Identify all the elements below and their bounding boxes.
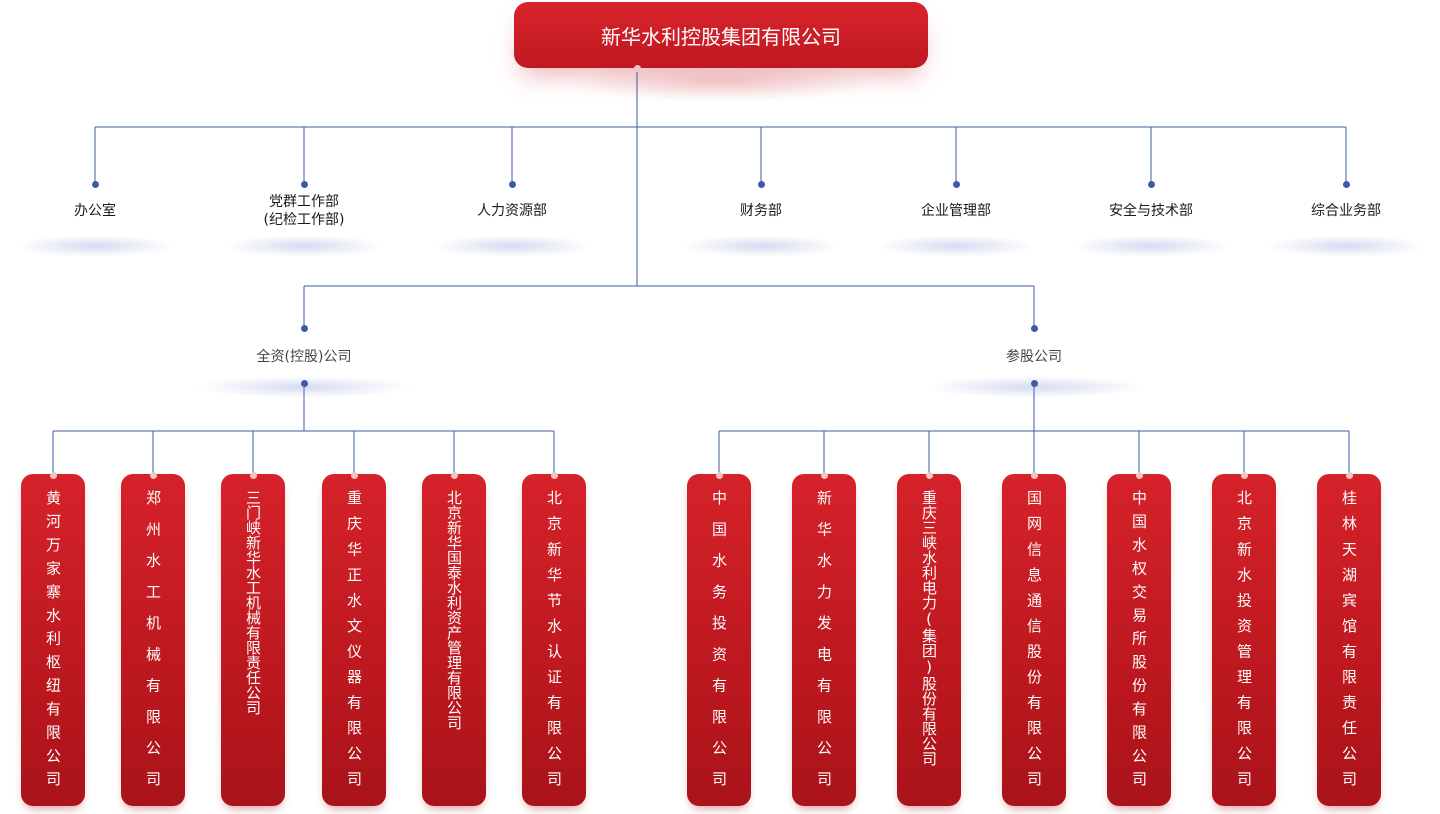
company-box: 桂林天湖宾馆有限责任公司 xyxy=(1317,474,1381,806)
department-dot xyxy=(1342,180,1350,188)
department-shadow xyxy=(432,235,592,257)
department-label: 财务部 xyxy=(676,202,846,220)
company-label: 三门峡新华水工机械有限责任公司 xyxy=(244,490,262,715)
company-connector-dot xyxy=(820,471,828,479)
category-top-dot xyxy=(300,324,308,332)
company-label: 重庆三峡水利电力(集团)股份有限公司 xyxy=(920,490,938,766)
root-glow xyxy=(570,62,870,102)
company-label: 重庆华正水文仪器有限公司 xyxy=(345,490,363,788)
company-label: 北京新华节水认证有限公司 xyxy=(545,490,563,788)
company-connector-dot xyxy=(1345,471,1353,479)
category-shadow xyxy=(194,376,414,398)
department-label-line: (纪检工作部) xyxy=(263,212,345,228)
department-dot xyxy=(757,180,765,188)
department-label-line: 企业管理部 xyxy=(921,203,991,219)
company-box: 三门峡新华水工机械有限责任公司 xyxy=(221,474,285,806)
department-shadow xyxy=(681,235,841,257)
department-label: 党群工作部 (纪检工作部) xyxy=(219,193,389,229)
company-label: 国网信息通信股份有限公司 xyxy=(1025,490,1043,788)
company-label: 北京新华国泰水利资产管理有限公司 xyxy=(445,490,463,730)
department-dot xyxy=(952,180,960,188)
company-box: 中国水务投资有限公司 xyxy=(687,474,751,806)
company-label: 黄河万家寨水利枢纽有限公司 xyxy=(44,490,62,788)
root-connector-dot xyxy=(633,64,641,72)
company-label: 新华水力发电有限公司 xyxy=(815,490,833,788)
company-box: 国网信息通信股份有限公司 xyxy=(1002,474,1066,806)
company-box: 新华水力发电有限公司 xyxy=(792,474,856,806)
company-box: 黄河万家寨水利枢纽有限公司 xyxy=(21,474,85,806)
company-connector-dot xyxy=(550,471,558,479)
company-box: 北京新华节水认证有限公司 xyxy=(522,474,586,806)
department-shadow xyxy=(876,235,1036,257)
company-box: 北京新水投资管理有限公司 xyxy=(1212,474,1276,806)
company-box: 郑州水工机械有限公司 xyxy=(121,474,185,806)
root-company-box: 新华水利控股集团有限公司 xyxy=(514,2,928,68)
department-shadow xyxy=(1266,235,1426,257)
category-top-dot xyxy=(1030,324,1038,332)
company-connector-dot xyxy=(715,471,723,479)
department-label-line: 人力资源部 xyxy=(477,203,547,219)
department-dot xyxy=(300,180,308,188)
company-box: 重庆三峡水利电力(集团)股份有限公司 xyxy=(897,474,961,806)
department-dot xyxy=(508,180,516,188)
department-label-line: 安全与技术部 xyxy=(1109,203,1193,219)
department-label: 企业管理部 xyxy=(871,202,1041,220)
department-label: 综合业务部 xyxy=(1261,202,1431,220)
department-label-line: 办公室 xyxy=(74,203,116,219)
company-box: 中国水权交易所股份有限公司 xyxy=(1107,474,1171,806)
department-dot xyxy=(91,180,99,188)
root-company-label: 新华水利控股集团有限公司 xyxy=(601,24,841,49)
department-label: 办公室 xyxy=(10,202,180,220)
company-connector-dot xyxy=(1030,471,1038,479)
company-label: 中国水权交易所股份有限公司 xyxy=(1130,490,1148,788)
company-connector-dot xyxy=(1135,471,1143,479)
company-box: 北京新华国泰水利资产管理有限公司 xyxy=(422,474,486,806)
department-shadow xyxy=(15,235,175,257)
department-shadow xyxy=(1071,235,1231,257)
company-connector-dot xyxy=(1240,471,1248,479)
company-connector-dot xyxy=(249,471,257,479)
department-label-line: 综合业务部 xyxy=(1311,203,1381,219)
company-label: 郑州水工机械有限公司 xyxy=(144,490,162,788)
department-shadow xyxy=(224,235,384,257)
company-label: 桂林天湖宾馆有限责任公司 xyxy=(1340,490,1358,788)
company-label: 中国水务投资有限公司 xyxy=(710,490,728,788)
category-label: 参股公司 xyxy=(1006,349,1062,365)
department-label-line: 财务部 xyxy=(740,203,782,219)
category-bottom-dot xyxy=(300,379,308,387)
company-box: 重庆华正水文仪器有限公司 xyxy=(322,474,386,806)
department-label-line: 党群工作部 xyxy=(269,194,339,210)
company-connector-dot xyxy=(350,471,358,479)
company-connector-dot xyxy=(49,471,57,479)
company-label: 北京新水投资管理有限公司 xyxy=(1235,490,1253,788)
department-label: 安全与技术部 xyxy=(1066,202,1236,220)
category-label: 全资(控股)公司 xyxy=(256,349,352,365)
department-dot xyxy=(1147,180,1155,188)
company-connector-dot xyxy=(925,471,933,479)
category-bottom-dot xyxy=(1030,379,1038,387)
company-connector-dot xyxy=(450,471,458,479)
category-shadow xyxy=(924,376,1144,398)
company-connector-dot xyxy=(149,471,157,479)
department-label: 人力资源部 xyxy=(427,202,597,220)
